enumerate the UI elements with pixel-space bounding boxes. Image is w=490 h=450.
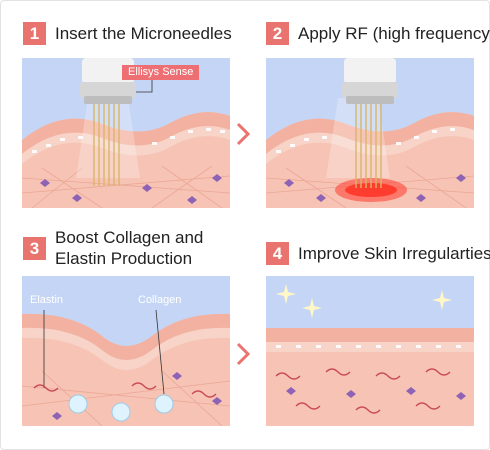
collagen-label: Collagen <box>138 294 182 306</box>
panel-improve-skin <box>266 276 474 426</box>
sparkle-icon <box>302 298 322 318</box>
step-1-number: 1 <box>23 22 46 45</box>
panel-insert-microneedles <box>22 58 230 208</box>
step-2-number: 2 <box>266 22 289 45</box>
elastin-label: Elastin <box>30 294 64 306</box>
step-3-number: 3 <box>23 236 46 260</box>
microneedle-device-icon <box>342 58 398 104</box>
chevron-right-icon <box>236 342 251 366</box>
sparkle-icon <box>432 290 452 310</box>
step-1-title: Insert the Microneedles <box>55 24 232 43</box>
step-4-title: Improve Skin Irregularties <box>298 244 490 263</box>
step-3-title: Boost Collagen and Elastin Production <box>55 228 204 268</box>
device-callout-label: Ellisys Sense <box>122 65 200 80</box>
step-4-number: 4 <box>266 242 289 265</box>
microneedle-device-icon <box>80 58 136 104</box>
panel-boost-collagen <box>22 276 230 426</box>
chevron-right-icon <box>236 122 251 146</box>
step-3-header: 3 Boost Collagen and Elastin Production <box>23 227 235 269</box>
step-4-header: 4 Improve Skin Irregularties <box>266 242 490 265</box>
step-1-header: 1 Insert the Microneedles <box>23 22 232 45</box>
panel-apply-rf <box>266 58 474 208</box>
step-2-header: 2 Apply RF (high frequency) <box>266 22 490 45</box>
sparkle-icon <box>276 284 296 304</box>
step-2-title: Apply RF (high frequency) <box>298 24 490 43</box>
